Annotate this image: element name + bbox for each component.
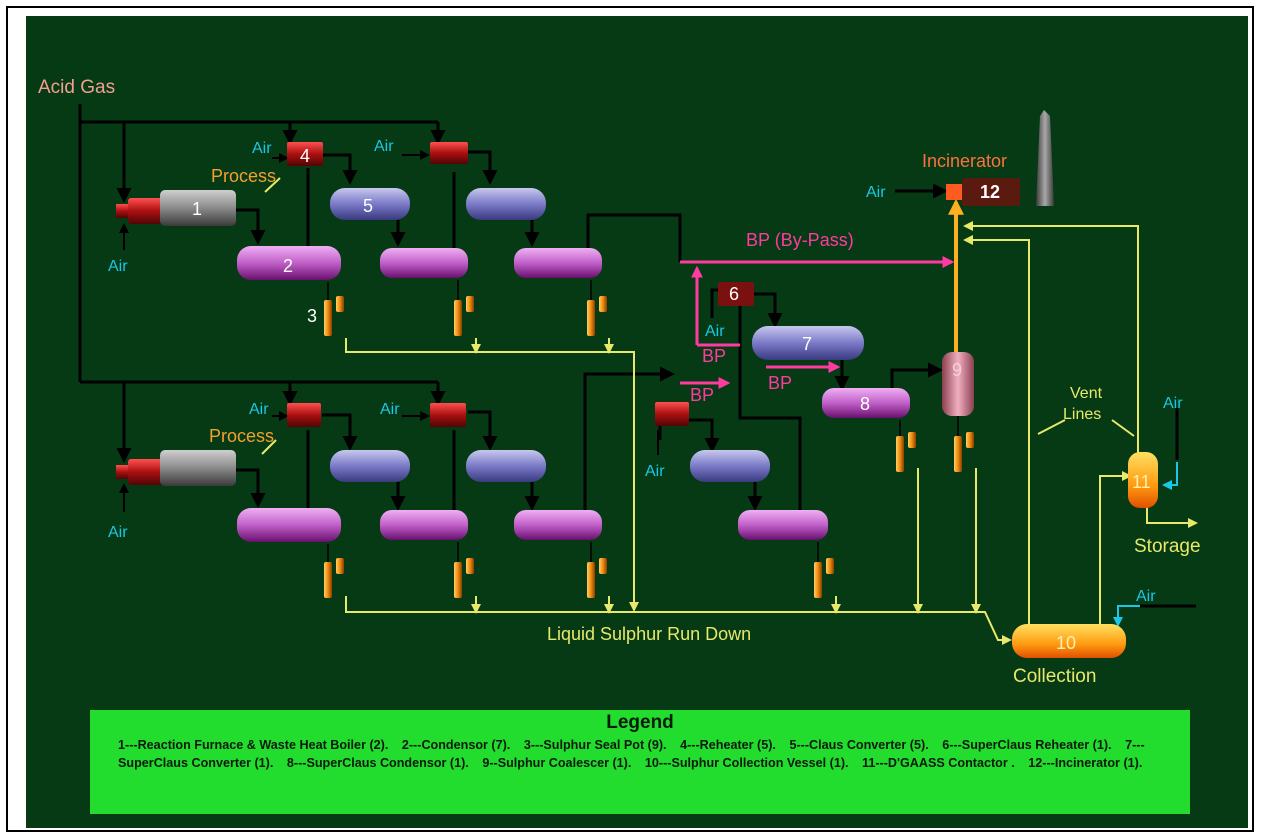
incinerator-stack [1036,110,1054,206]
bypass-lines [680,256,955,389]
air-label-2: Air [374,138,394,155]
legend-item: 8---SuperClaus Condensor (1). [286,756,469,770]
air-inlet-lines [119,150,659,512]
legend-title: Legend [606,712,674,733]
acid-gas-label: Acid Gas [38,77,115,98]
vent-lines-label-1: Vent [1070,385,1103,402]
storage-label: Storage [1134,536,1201,557]
legend-item: 4---Reheater (5). [680,738,776,752]
legend-items: 1---Reaction Furnace & Waste Heat Boiler… [118,736,1162,772]
legend-item: 10---Sulphur Collection Vessel (1). [644,756,849,770]
reaction-furnace-top [116,190,236,226]
unit-number-6: 6 [729,284,739,304]
cyan-air-lines [1113,462,1178,627]
unit-number-9: 9 [952,360,962,380]
legend-item: 11---D'GAASS Contactor . [862,756,1015,770]
unit-number-3: 3 [307,306,317,326]
process-label-bottom: Process [209,426,274,446]
superclaus-condensor [822,388,910,418]
air-label-3: Air [108,258,128,275]
air-label-10: Air [1163,395,1183,412]
unit-number-10: 10 [1056,633,1076,653]
bp-label-3: BP [690,385,714,405]
air-label-9: Air [866,184,886,201]
liquid-sulphur-run-down-label: Liquid Sulphur Run Down [547,624,751,644]
sulphur-collection-vessel [1012,624,1126,658]
process-label-top: Process [211,166,276,186]
unit-number-2: 2 [283,256,293,276]
legend-item: 7---SuperClaus Converter (1). [118,738,1145,770]
sulphur-seal-pots [324,296,974,598]
incinerator-label: Incinerator [922,151,1007,171]
collection-label: Collection [1013,666,1096,687]
incinerator [946,110,1054,206]
legend-item: 3---Sulphur Seal Pot (9). [523,738,667,752]
legend-item: 1---Reaction Furnace & Waste Heat Boiler… [118,738,389,752]
condensors [237,246,828,542]
air-label-6: Air [108,524,128,541]
air-label-1: Air [252,140,272,157]
liquid-sulphur-lines [261,177,1198,645]
air-label-7: Air [645,463,665,480]
legend-item: 12---Incinerator (1). [1028,756,1143,770]
bp-label-1: BP [702,346,726,366]
legend-item: 9--Sulphur Coalescer (1). [482,756,632,770]
air-label-4: Air [249,401,269,418]
unit-number-1: 1 [192,199,202,219]
legend-item: 5---Claus Converter (5). [789,738,929,752]
air-label-5: Air [380,401,400,418]
superclaus-converter [752,326,864,360]
vent-lines-label-2: Lines [1063,406,1101,423]
reaction-furnace-bottom [116,450,236,486]
dgaass-contactor [1128,452,1158,508]
bp-label-2: BP [768,373,792,393]
superclaus-reheater [718,282,754,306]
unit-number-8: 8 [860,394,870,414]
air-label-8: Air [705,323,725,340]
bypass-label: BP (By-Pass) [746,230,854,250]
unit-number-11: 11 [1132,472,1151,492]
air-label-11: Air [1136,588,1156,605]
unit-number-12: 12 [980,182,1000,202]
sulphur-coalescer [942,352,974,416]
reheaters [287,142,689,427]
claus-converters [330,188,770,482]
legend-item: 6---SuperClaus Reheater (1). [942,738,1112,752]
seal-pot-connectors [327,280,959,562]
unit-number-7: 7 [802,334,812,354]
unit-number-4: 4 [300,146,310,166]
legend-box: Legend 1---Reaction Furnace & Waste Heat… [90,710,1190,814]
legend-item: 2---Condensor (7). [401,738,511,752]
unit-number-5: 5 [363,196,373,216]
